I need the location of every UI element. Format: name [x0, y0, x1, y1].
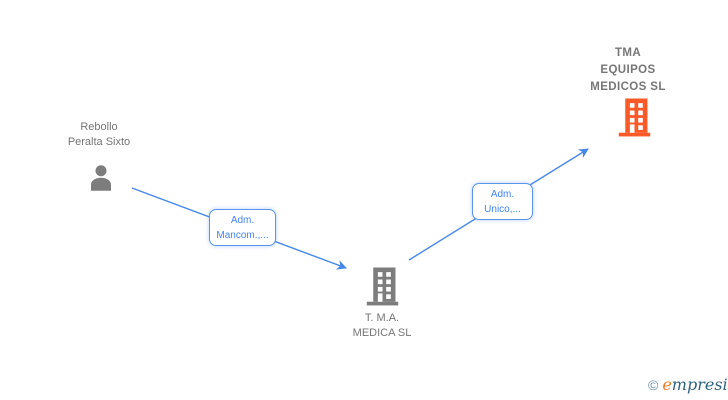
node-label-person: Rebollo Peralta Sixto: [39, 120, 159, 150]
edge-label-line: Adm.: [230, 214, 255, 226]
edge-label-adm-unico[interactable]: Adm. Unico,...: [472, 183, 533, 220]
node-label-medica: T. M.A. MEDICA SL: [322, 311, 442, 341]
node-label-line: EQUIPOS: [600, 64, 656, 76]
node-label-line: Rebollo: [80, 121, 118, 133]
empresia-watermark: © empresia: [648, 375, 728, 399]
logo-rest: mpresia: [671, 375, 728, 394]
edge-label-line: Mancom.,...: [216, 229, 269, 241]
building-icon-medica[interactable]: [364, 266, 401, 306]
node-label-line: Peralta Sixto: [67, 136, 131, 148]
node-label-line: T. M.A.: [364, 312, 400, 324]
edge-label-line: Adm.: [490, 188, 515, 200]
building-icon-tma-equipos[interactable]: [616, 97, 653, 137]
node-label-line: TMA: [614, 47, 642, 59]
node-label-line: MEDICA SL: [352, 327, 412, 339]
node-label-line: MEDICOS SL: [590, 81, 666, 93]
edge-label-adm-mancom[interactable]: Adm. Mancom.,...: [209, 209, 276, 246]
copyright-icon: ©: [648, 377, 659, 393]
empresia-logo-text: empresia: [662, 375, 728, 394]
logo-initial: e: [662, 375, 672, 394]
edge-label-line: Unico,...: [484, 203, 521, 215]
node-label-tma-equipos: TMA EQUIPOS MEDICOS SL: [567, 45, 689, 96]
person-icon[interactable]: [86, 162, 116, 193]
